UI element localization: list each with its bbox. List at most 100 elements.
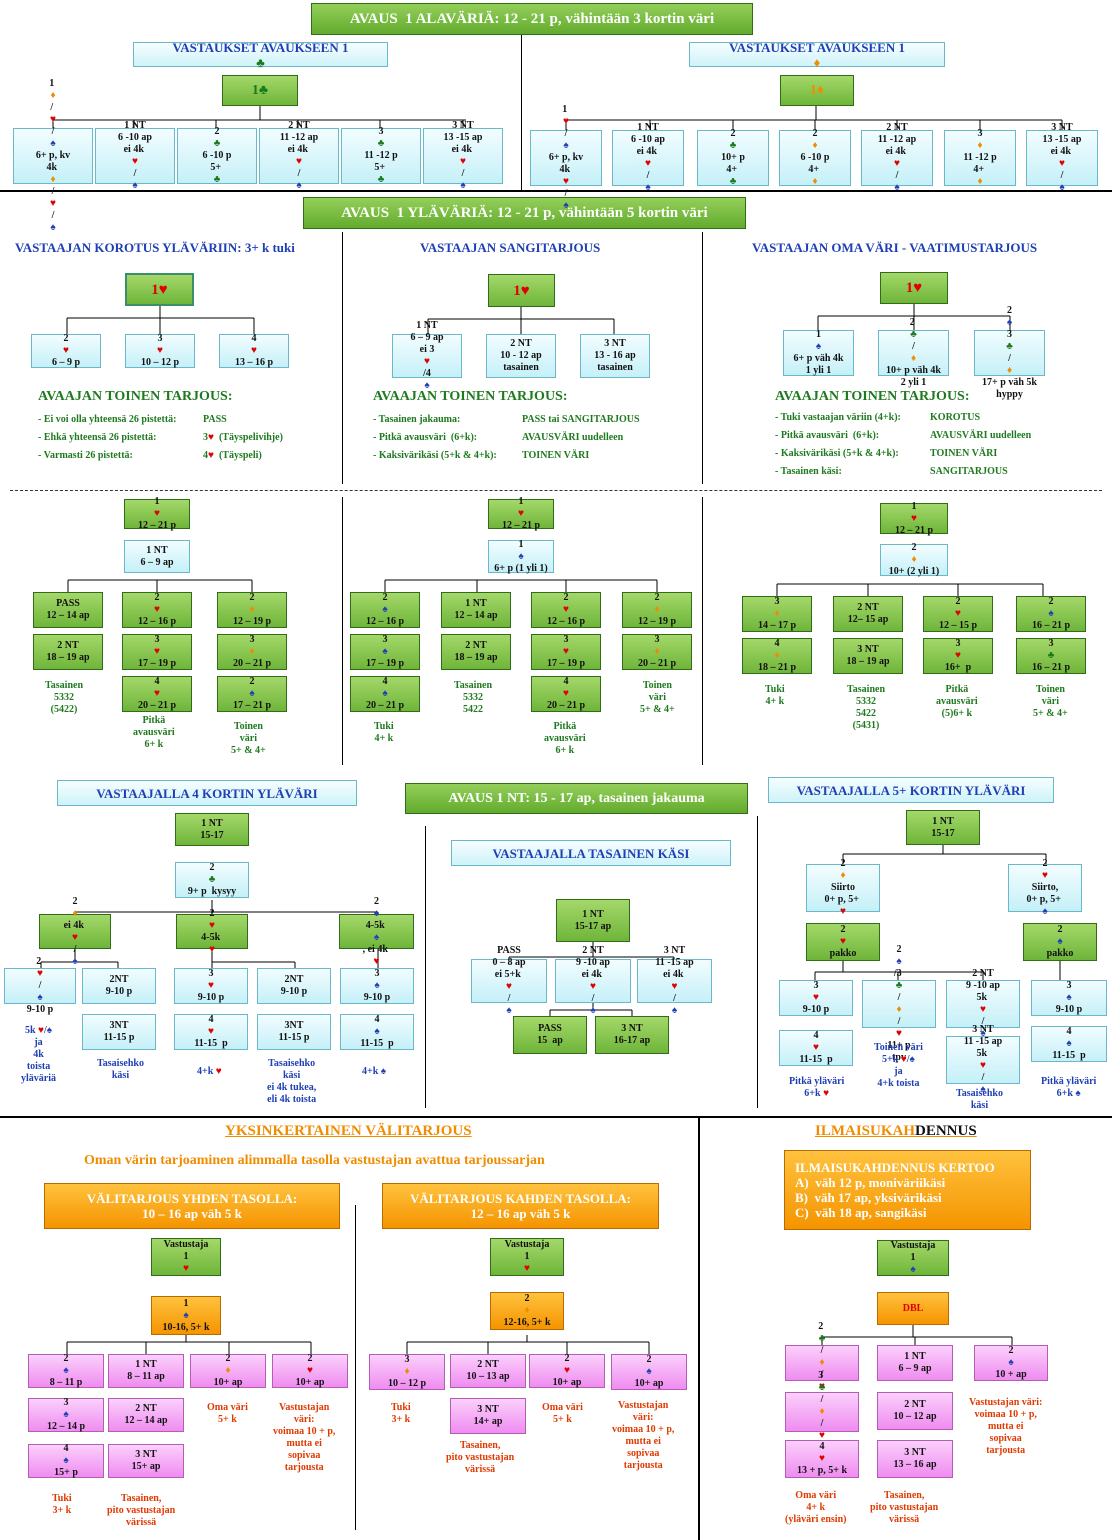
s6-note: Vastustajan väri: voimaa 10 + p, mutta e… xyxy=(969,1397,1043,1456)
s4c3-note: Toinen väri 5+k ♥/♠ ja 4+k toista xyxy=(874,1042,923,1089)
s4c1-note: 4+k ♥ xyxy=(197,1066,222,1077)
s3c1-rebid: 3♥ 17 – 19 p xyxy=(122,634,192,670)
col2-response: 3 NT 13 - 16 ap tasainen xyxy=(580,334,650,378)
s3c3-rebid: 3♣ 16 – 21 p xyxy=(1016,638,1086,674)
col2-second-bid: PASS tai SANGITARJOUS xyxy=(522,414,640,425)
s6-opp: Vastustaja 1♠ xyxy=(877,1240,949,1276)
s3c2-open: 1♥ 12 – 21 p xyxy=(488,496,554,531)
col2-opening: 1♥ xyxy=(488,274,555,307)
s4c3-forced: 2♥ pakko xyxy=(806,923,880,961)
s4c1-mid: 2♠ 4-5k ♠, ei 4k ♥ xyxy=(339,896,414,967)
s4c1-r1: 3♥ 9-10 p xyxy=(174,968,248,1004)
s5c1-resp: 2 NT 12 – 14 ap xyxy=(108,1398,184,1432)
s5c1-resp: 2♥ 10+ ap xyxy=(272,1353,348,1388)
col3-second-bid: AVAUSVÄRI uudelleen xyxy=(930,430,1032,441)
s3c2-rebid: 4♥ 20 – 21 p xyxy=(531,676,601,712)
s4c2-r1: 3 NT 11 -15 ap ei 4k ♥/♠ xyxy=(637,945,712,1016)
s3c2-rebid: 2♦ 12 – 19 p xyxy=(622,592,692,628)
s4c1-r2: 3NT 11-15 p xyxy=(257,1014,331,1050)
col1-second-bid: PASS xyxy=(203,414,227,425)
col2-second-bid: AVAUSVÄRI uudelleen xyxy=(522,432,624,443)
s6-dbl: DBL xyxy=(877,1292,949,1325)
s6-resp: 4♥ 13 + p, 5+ k xyxy=(785,1440,859,1478)
s3c1-rebid: 2♠ 17 – 21 p xyxy=(217,676,287,712)
s6-title: ILMAISUKAHDENNUS xyxy=(815,1123,977,1139)
s5c2-resp: 2♥ 10+ ap xyxy=(529,1353,605,1388)
s4c1-note: Tasaisehko käsi xyxy=(97,1058,144,1081)
col2-second-label: - Kaksivärikäsi (5+k & 4+k): xyxy=(373,450,497,461)
s3c3-rebid: 3 NT 18 – 19 ap xyxy=(833,638,903,674)
col1-response: 4♥ 13 – 16 p xyxy=(219,333,289,368)
s5c1-resp: 2♦ 10+ ap xyxy=(190,1353,266,1388)
col3-second-bid: KOROTUS xyxy=(930,412,981,423)
s4-col3-header: VASTAAJALLA 5+ KORTIN YLÄVÄRI xyxy=(768,777,1054,803)
s6-resp: 2♠ 10 + ap xyxy=(974,1345,1048,1381)
diamond-response: 3 NT 13 -15 ap ei 4k ♥/♠ xyxy=(1026,122,1098,193)
s6-resp: 3 NT 13 – 16 ap xyxy=(877,1440,953,1478)
s3c3-rebid: 2♠ 16 – 21 p xyxy=(1016,596,1086,632)
s4c3-forced: 2♠ pakko xyxy=(1023,923,1097,961)
s4c1-r1: 3♠ 9-10 p xyxy=(340,968,414,1004)
col2-header: VASTAAJAN SANGITARJOUS xyxy=(420,240,601,255)
club-response: 2 NT 11 -12 ap ei 4k ♥/♠ xyxy=(259,120,339,191)
s3c2-rebid: 3♠ 17 – 19 p xyxy=(350,634,420,670)
s3c3-note: Toinen väri 5+ & 4+ xyxy=(1033,684,1068,719)
col3-response: 2 ♣/♦ 10+ p väh 4k 2 yli 1 xyxy=(878,317,949,388)
col1-second-bid: 4♥ (Täyspeli) xyxy=(203,450,262,461)
s5c1-opp: Vastustaja 1♥ xyxy=(151,1238,221,1276)
col2-second-title: AVAAJAN TOINEN TARJOUS: xyxy=(373,389,568,404)
s5c1-note: Vastustajan väri: voimaa 10 + p, mutta e… xyxy=(273,1402,336,1473)
s3c3-open: 1♥ 12 – 21 p xyxy=(880,501,948,536)
col3-response: 2♠ 3♣/♦ 17+ p väh 5k hyppy xyxy=(974,305,1045,400)
s2-title: AVAUS 1 YLÄVÄRIÄ: 12 - 21 p, vähintään 5… xyxy=(303,197,746,229)
col3-second-title: AVAAJAN TOINEN TARJOUS: xyxy=(775,389,970,404)
s3c2-rebid: 3♥ 17 – 19 p xyxy=(531,634,601,670)
s4c1-r1: 2NT 9-10 p xyxy=(257,968,331,1004)
s4c1-ask: 2♣ 9+ p kysyy xyxy=(175,862,249,898)
s3c2-note: Tuki 4+ k xyxy=(374,721,394,744)
s4c1-r2: 4♥ 11-15 p xyxy=(174,1014,248,1050)
club-response: 3 NT 13 -15 ap ei 4k ♥/♠ xyxy=(423,120,503,191)
s5c1-resp: 2♠ 8 – 11 p xyxy=(28,1353,104,1388)
col3-response: 1♠ 6+ p väh 4k 1 yli 1 xyxy=(783,329,854,376)
divider-2 xyxy=(0,1116,1112,1118)
col2-second-label: - Tasainen jakauma: xyxy=(373,414,461,425)
s3c1-rebid: 2♦ 12 – 19 p xyxy=(217,592,287,628)
s4c3-r2: 3 NT 11 -15 ap 5k ♥/♠ xyxy=(946,1024,1020,1095)
s4c1-open: 1 NT 15-17 xyxy=(175,813,249,846)
s3c3-rebid: 4♦ 18 – 21 p xyxy=(742,638,812,674)
s4c2-r1: PASS 0 – 8 ap ei 5+k ♥/♠ xyxy=(471,945,547,1016)
s6-info: ILMAISUKAHDENNUS KERTOO A) väh 12 p, mon… xyxy=(784,1150,1031,1230)
s6-resp: 1 NT 6 – 9 ap xyxy=(877,1345,953,1381)
s3c2-rebid: 2♠ 12 – 16 p xyxy=(350,592,420,628)
diamond-response: 1 NT 6 -10 ap ei 4k ♥/♠ xyxy=(612,122,684,193)
s6-resp: 3 ♣/♦/♥ 9 – 12p, 5+ k xyxy=(785,1370,859,1453)
diamond-response: 2♦ 6 -10 p 4+ ♦ xyxy=(779,128,851,187)
s4c3-r1: 2 NT 9 -10 ap 5k ♥/♠ xyxy=(946,968,1020,1039)
diamond-opening: 1♦ xyxy=(780,75,854,106)
s5c2-note: Tuki 3+ k xyxy=(391,1402,411,1425)
s3c1-open: 1♥ 12 – 21 p xyxy=(124,496,190,531)
s4c2-r2: PASS 15 ap xyxy=(513,1016,587,1054)
s5c2-opp: Vastustaja 1♥ xyxy=(490,1238,564,1276)
s3c1-rebid: 3♦ 20 – 21 p xyxy=(217,634,287,670)
col1-opening: 1♥ xyxy=(125,273,194,306)
s4c1-mid: 2♥ 4-5k ♥ xyxy=(176,908,248,955)
col3-second-label: - Pitkä avausväri (6+k): xyxy=(775,430,880,441)
s4c1-note: 5k ♥/♠ ja 4k toista yläväriä xyxy=(21,1025,57,1084)
col1-response: 3♥ 10 – 12 p xyxy=(125,333,195,368)
s4c3-r2: 4♠ 11-15 p xyxy=(1031,1026,1107,1062)
s5c2-overcall: 2♦ 12-16, 5+ k xyxy=(490,1292,564,1330)
s3c2-rebid: 3♦ 20 – 21 p xyxy=(622,634,692,670)
s4-title: AVAUS 1 NT: 15 - 17 ap, tasainen jakauma xyxy=(405,783,748,814)
s5c2-resp: 3 NT 14+ ap xyxy=(450,1398,526,1434)
diamond-response: 3♦ 11 -12 p 4+ ♦ xyxy=(944,128,1016,187)
s3c2-note: Toinen väri 5+ & 4+ xyxy=(640,680,675,715)
col3-second-bid: SANGITARJOUS xyxy=(930,466,1008,477)
s5c2-resp: 3♦ 10 – 12 p xyxy=(369,1354,445,1390)
s3c1-rebid: 2 NT 18 – 19 ap xyxy=(33,634,103,670)
s5c2-note: Tasainen, pito vastustajan värissä xyxy=(446,1440,515,1475)
col2-response: 1 NT 6 – 9 ap ei 3♥/4♠ xyxy=(392,320,462,391)
s3c2-note: Pitkä avausväri 6+ k xyxy=(544,721,586,756)
col1-header: VASTAAJAN KOROTUS YLÄVÄRIIN: 3+ k tuki xyxy=(15,240,295,255)
